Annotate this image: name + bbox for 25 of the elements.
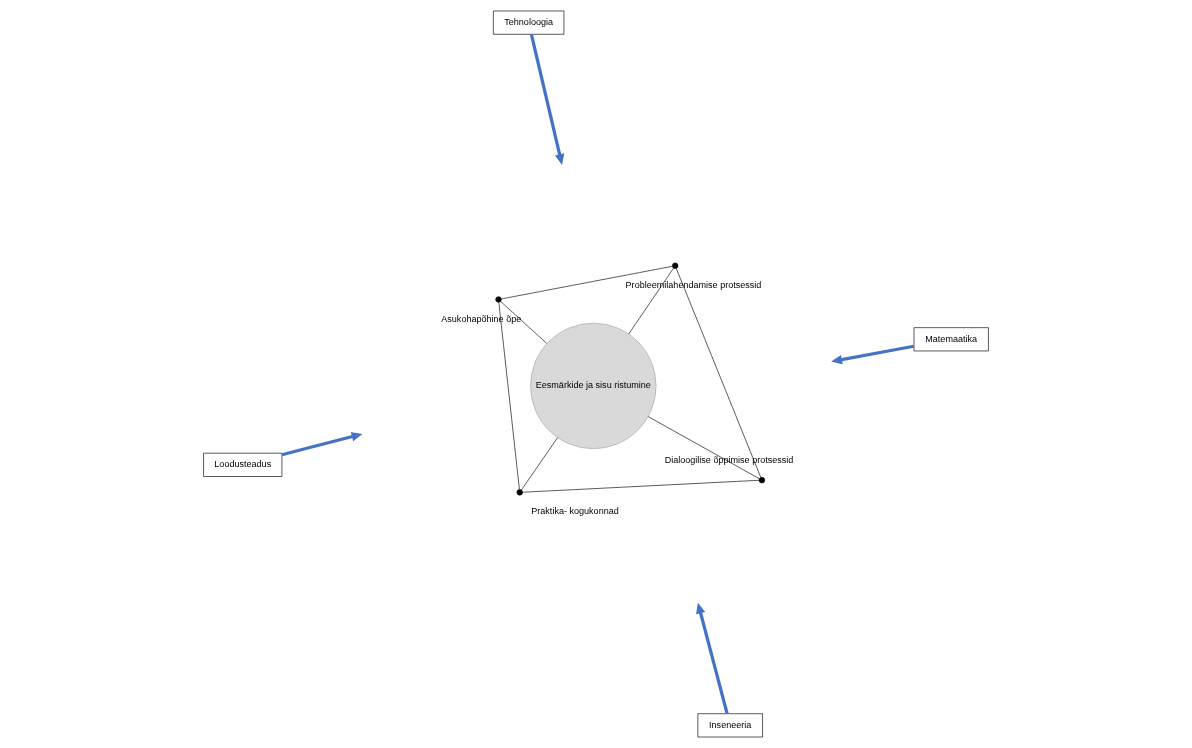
arrow (831, 344, 915, 365)
node-label: Probleemilahendamise protsessid (625, 279, 762, 290)
node-box: Tehnoloogia (493, 10, 565, 35)
node-label: Dialoogilise õppimise protsessid (664, 454, 794, 465)
node-circle (672, 262, 679, 269)
node-circle (758, 477, 766, 484)
connector (521, 437, 558, 491)
connector (500, 301, 548, 344)
node-box: Matemaatika (913, 327, 989, 352)
node-box: Inseneeria (697, 713, 763, 738)
node-label: Asukohapõhine õpe (441, 313, 522, 324)
arrow (529, 33, 565, 165)
connector (500, 265, 673, 300)
node-box: Loodusteadus (203, 452, 283, 477)
node-label: Praktika- kogukonnad (531, 506, 619, 517)
node-circle (516, 489, 523, 496)
connector (628, 267, 674, 335)
connector (675, 268, 762, 478)
connector (522, 479, 760, 493)
node-circle (495, 296, 502, 303)
connector (647, 416, 760, 479)
connector (498, 302, 520, 490)
arrow (696, 602, 729, 714)
arrow (281, 432, 363, 457)
node-circle: Eesmärkide ja sisu ristumine (530, 322, 657, 450)
